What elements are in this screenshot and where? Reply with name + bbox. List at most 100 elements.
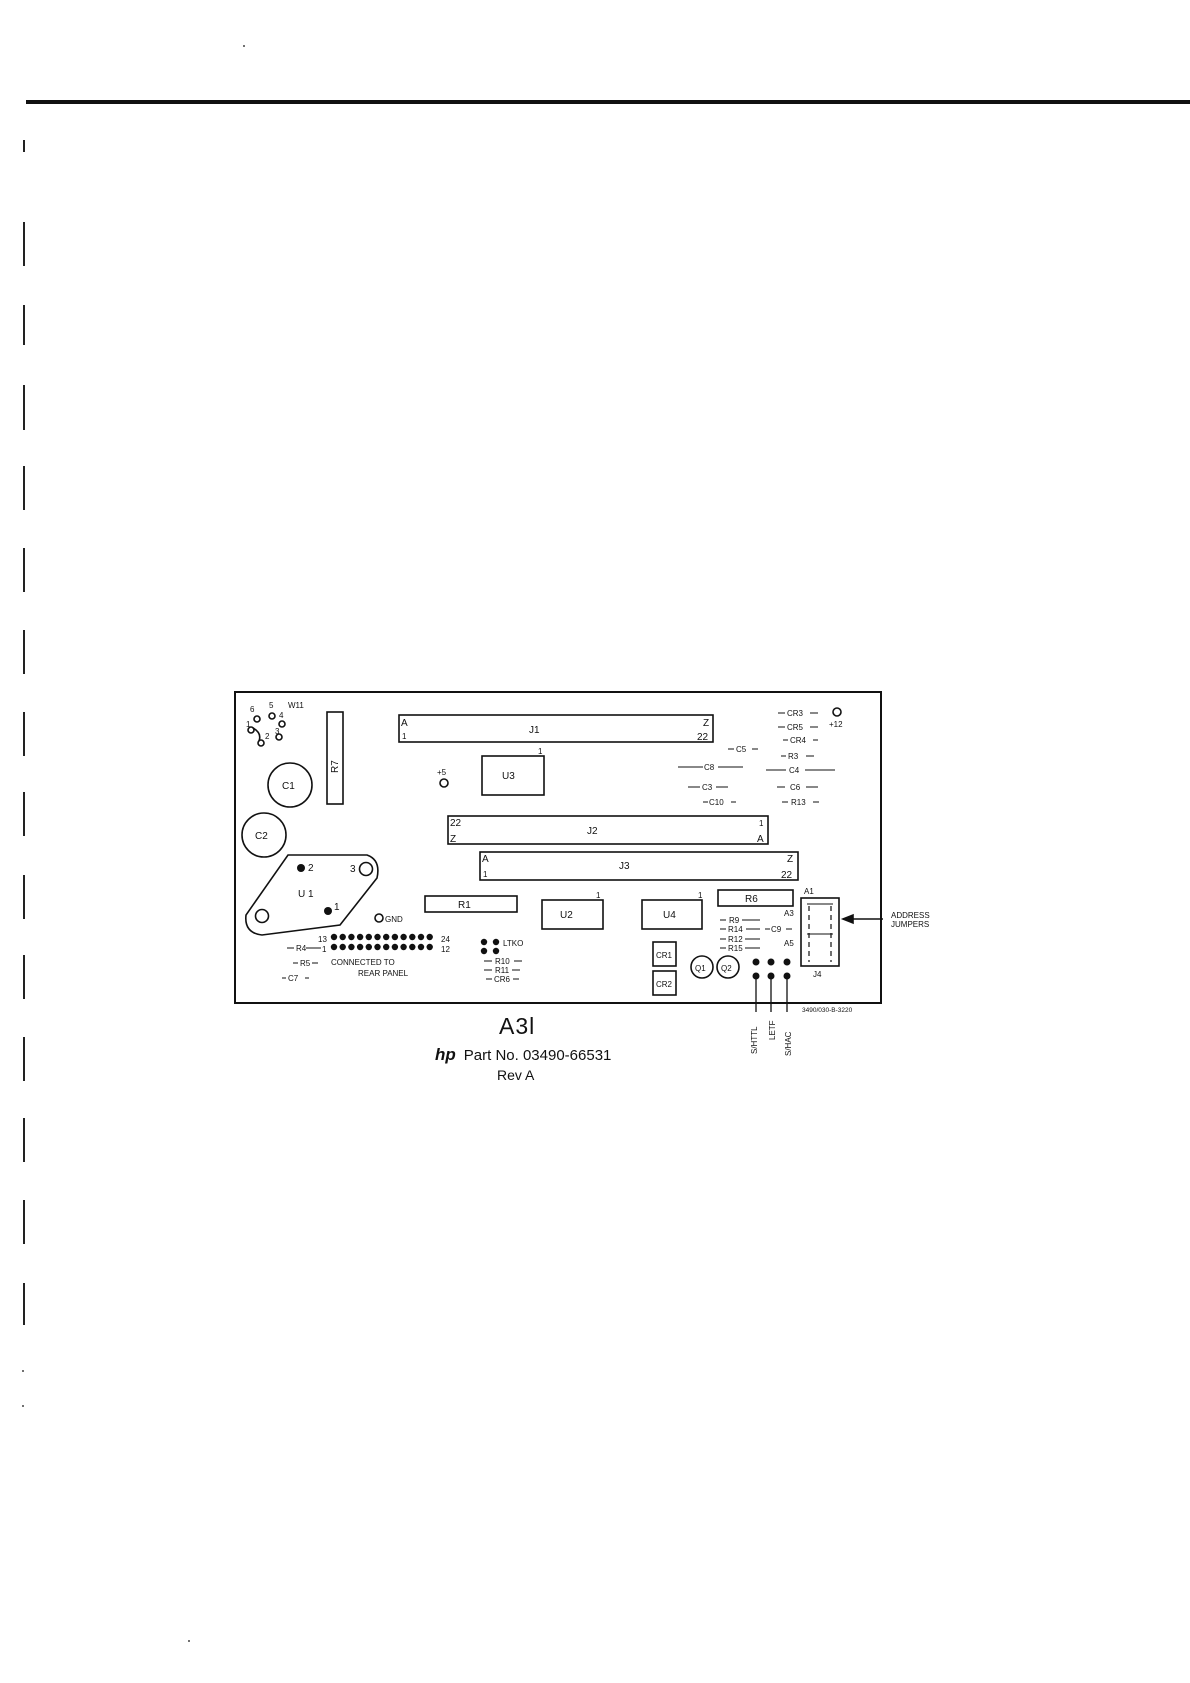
rear-connector-pin bbox=[365, 933, 372, 941]
scan-speck bbox=[22, 1370, 24, 1372]
resistor-r7 bbox=[326, 711, 344, 805]
rear-connector-pin bbox=[348, 943, 355, 951]
jumper-pad bbox=[752, 972, 760, 980]
board-title: A3l bbox=[499, 1013, 536, 1039]
ltko-pad bbox=[480, 938, 488, 946]
a1-label: A1 bbox=[804, 887, 814, 896]
binder-mark bbox=[23, 630, 25, 674]
rear-pin-13: 13 bbox=[318, 935, 327, 944]
r11-label: R11 bbox=[495, 966, 510, 975]
rear-connector-pin bbox=[391, 943, 399, 951]
j1-corner-z: Z bbox=[703, 718, 709, 729]
cr6-label: CR6 bbox=[494, 975, 511, 984]
test-point-plus12 bbox=[832, 707, 842, 717]
binder-mark bbox=[23, 466, 25, 510]
c1-label: C1 bbox=[282, 781, 295, 792]
binder-mark bbox=[23, 792, 25, 836]
r1-label: R1 bbox=[458, 900, 471, 911]
w11-pin-4: 4 bbox=[279, 711, 284, 720]
u4-pin1: 1 bbox=[698, 891, 703, 900]
u1-pin1: 1 bbox=[334, 902, 340, 913]
binder-mark bbox=[23, 385, 25, 430]
gnd-label: GND bbox=[385, 915, 403, 924]
j3-corner-22: 22 bbox=[781, 870, 793, 881]
r14-label: R14 bbox=[728, 925, 743, 934]
w11-pin-3: 3 bbox=[275, 727, 280, 736]
cr5-label: CR5 bbox=[787, 723, 804, 732]
j3-corner-1: 1 bbox=[483, 870, 488, 879]
u1-pin2: 2 bbox=[308, 863, 314, 874]
rear-connector-pins-bottom bbox=[330, 943, 433, 951]
scan-speck bbox=[188, 1640, 190, 1642]
s-hac-label: S/HAC bbox=[784, 1031, 793, 1056]
rear-connector-pin bbox=[409, 933, 416, 941]
rear-panel-note-1: CONNECTED TO bbox=[331, 958, 395, 967]
jumper-pad bbox=[752, 958, 760, 966]
ic-u1-package bbox=[245, 854, 379, 936]
q2-label: Q2 bbox=[721, 964, 732, 973]
binder-mark bbox=[23, 955, 25, 999]
binder-mark bbox=[23, 712, 25, 756]
rear-connector-pin bbox=[330, 943, 338, 951]
s-httl-label: S/HTTL bbox=[750, 1026, 759, 1054]
cr4-label: CR4 bbox=[790, 736, 807, 745]
rear-connector-pin bbox=[409, 943, 416, 951]
diode-cr2 bbox=[652, 970, 677, 996]
c2-label: C2 bbox=[255, 831, 268, 842]
u1-label: U 1 bbox=[298, 889, 314, 900]
rear-connector-pin bbox=[365, 943, 372, 951]
u1-pin-dot bbox=[324, 907, 332, 915]
binder-mark bbox=[23, 1283, 25, 1325]
c10-label: C10 bbox=[709, 798, 724, 807]
rear-connector-pin bbox=[339, 933, 346, 941]
r10-label: R10 bbox=[495, 957, 510, 966]
rear-connector-pin bbox=[356, 933, 364, 941]
rear-connector-pin bbox=[426, 943, 433, 951]
j1-corner-a: A bbox=[401, 718, 408, 729]
a3-label: A3 bbox=[784, 909, 794, 918]
rear-connector-pins-top bbox=[330, 933, 433, 941]
a5-label: A5 bbox=[784, 939, 794, 948]
rear-connector-pin bbox=[417, 943, 425, 951]
transistor-q1 bbox=[690, 955, 714, 979]
j2-corner-22: 22 bbox=[450, 818, 462, 829]
r15-label: R15 bbox=[728, 944, 743, 953]
rear-pin-12: 12 bbox=[441, 945, 450, 954]
u1-pin-dot bbox=[297, 864, 305, 872]
c5-label: C5 bbox=[736, 745, 747, 754]
address-jumpers-line1: ADDRESS bbox=[891, 911, 930, 920]
rear-connector-pin bbox=[356, 943, 364, 951]
binder-mark bbox=[23, 1200, 25, 1244]
q1-label: Q1 bbox=[695, 964, 706, 973]
r9-label: R9 bbox=[729, 916, 740, 925]
c4-label: C4 bbox=[789, 766, 800, 775]
u3-pin1: 1 bbox=[538, 747, 543, 756]
connector-j4 bbox=[800, 897, 840, 967]
j2-label: J2 bbox=[587, 826, 598, 837]
c9-label: C9 bbox=[771, 925, 782, 934]
rear-connector-pin bbox=[426, 933, 433, 941]
arrowhead bbox=[840, 913, 854, 925]
j2-corner-a: A bbox=[757, 834, 764, 845]
jumper-pad bbox=[767, 958, 775, 966]
j4-label: J4 bbox=[813, 970, 822, 979]
resistor-r6 bbox=[717, 889, 794, 907]
u1-pin3: 3 bbox=[350, 864, 356, 875]
rear-connector-pin bbox=[339, 943, 346, 951]
w11-label: W11 bbox=[288, 701, 304, 710]
j3-corner-z: Z bbox=[787, 854, 793, 865]
r5-label: R5 bbox=[300, 959, 311, 968]
w11-pad bbox=[268, 712, 276, 720]
rear-pin-24: 24 bbox=[441, 935, 450, 944]
r12-label: R12 bbox=[728, 935, 743, 944]
w11-pad bbox=[253, 715, 261, 723]
letf-label: LETF bbox=[768, 1020, 777, 1040]
j1-corner-22: 22 bbox=[697, 732, 709, 743]
rear-connector-pin bbox=[374, 943, 381, 951]
w11-pad bbox=[247, 726, 255, 734]
test-point-plus5 bbox=[439, 778, 449, 788]
c7-label: C7 bbox=[288, 974, 299, 983]
cr3-label: CR3 bbox=[787, 709, 804, 718]
